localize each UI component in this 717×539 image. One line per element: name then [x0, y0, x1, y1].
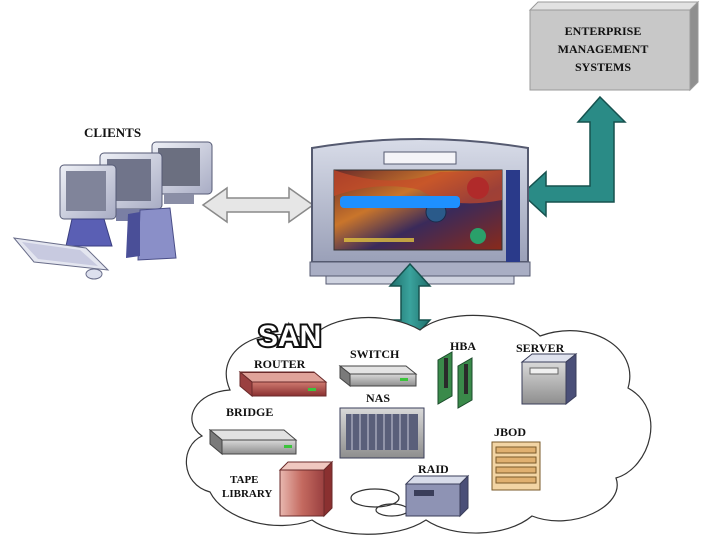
enterprise-label-line2: MANAGEMENT: [558, 42, 649, 56]
bridge-icon: [208, 428, 298, 456]
hba-icon: [437, 351, 473, 409]
raid-label: RAID: [418, 462, 449, 476]
san-title: SAN: [258, 320, 321, 353]
server-label: SERVER: [516, 341, 565, 355]
router-icon: [238, 370, 328, 398]
hba-label: HBA: [450, 339, 476, 353]
tape-label-line2: LIBRARY: [222, 488, 272, 500]
nas-label: NAS: [366, 391, 390, 405]
tape-label-line1: TAPE: [230, 474, 259, 486]
nas-icon: [339, 407, 425, 459]
enterprise-label-line1: ENTERPRISE: [565, 24, 642, 38]
tape-library-icon: [278, 460, 334, 518]
management-link-arrow: [520, 95, 627, 218]
enterprise-label-line3: SYSTEMS: [575, 60, 631, 74]
router-label: ROUTER: [254, 357, 306, 371]
raid-icon: [404, 474, 470, 518]
enterprise-management-box: ENTERPRISE MANAGEMENT SYSTEMS: [528, 0, 700, 92]
jbod-icon: [491, 441, 541, 491]
server-icon: [520, 352, 578, 406]
client-link-arrow: [201, 186, 315, 224]
client-workstations-icon: [12, 141, 213, 280]
bridge-label: BRIDGE: [226, 405, 273, 419]
switch-label: SWITCH: [350, 347, 400, 361]
central-server-icon: [309, 138, 531, 285]
clients-label: CLIENTS: [84, 125, 141, 140]
jbod-label: JBOD: [494, 425, 526, 439]
switch-icon: [338, 364, 418, 388]
